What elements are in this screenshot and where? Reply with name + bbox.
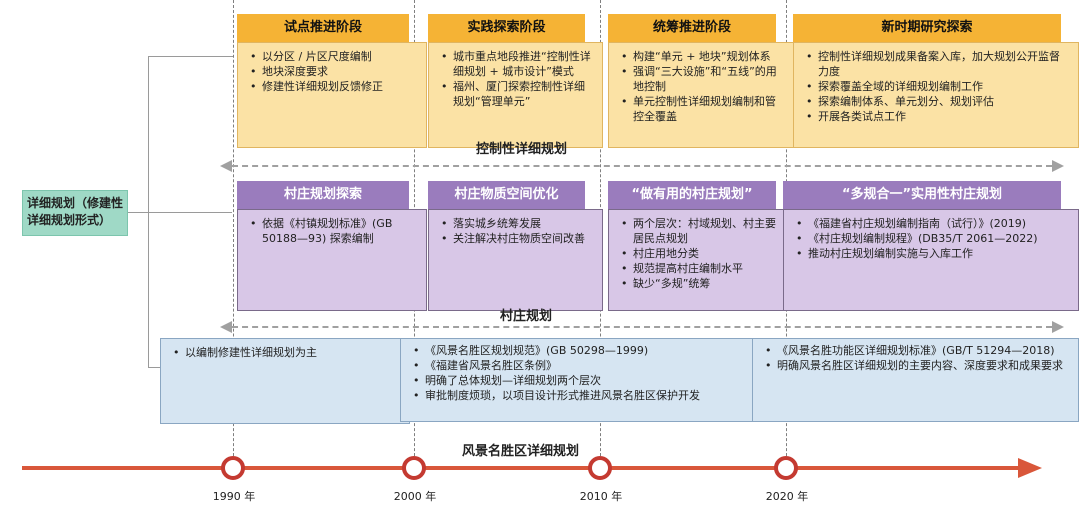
list-item: 村庄用地分类: [621, 246, 785, 261]
village-header-4: “多规合一”实用性村庄规划: [783, 181, 1061, 209]
band-label-village: 村庄规划: [500, 309, 553, 324]
bracket-mid-line-2: [148, 212, 232, 213]
village-box-2: 落实城乡统筹发展 关注解决村庄物质空间改善: [428, 209, 603, 311]
band-label-controlled: 控制性详细规划: [476, 142, 568, 157]
list-item: 《福建省村庄规划编制指南（试行）》(2019): [796, 216, 1070, 231]
arrow-left-head: [220, 321, 232, 333]
arrow-right-head: [1052, 160, 1064, 172]
list-item: 单元控制性详细规划编制和管控全覆盖: [621, 94, 785, 124]
village-header-3: “做有用的村庄规划”: [608, 181, 776, 209]
stage-header-1: 试点推进阶段: [237, 14, 409, 42]
stage-header-3: 统筹推进阶段: [608, 14, 776, 42]
list-item: 城市重点地段推进“控制性详细规划 + 城市设计”模式: [441, 49, 594, 79]
stage-box-4: 控制性详细规划成果备案入库，加大规划公开监督力度 探索覆盖全域的详细规划编制工作…: [793, 42, 1079, 148]
list-item: 推动村庄规划编制实施与入库工作: [796, 246, 1070, 261]
list-item: 探索编制体系、单元划分、规划评估: [806, 94, 1070, 109]
band-label-scenic: 风景名胜区详细规划: [462, 444, 580, 459]
arrow-right-head: [1052, 321, 1064, 333]
village-box-4: 《福建省村庄规划编制指南（试行）》(2019) 《村庄规划编制规程》(DB35/…: [783, 209, 1079, 311]
stage-box-1: 以分区 / 片区尺度编制 地块深度要求 修建性详细规划反馈修正: [237, 42, 427, 148]
list-item: 审批制度烦琐，以项目设计形式推进风景名胜区保护开发: [413, 388, 751, 403]
list-item: 缺少“多规”统筹: [621, 276, 785, 291]
scenic-box-2: 《风景名胜区规划规范》(GB 50298—1999) 《福建省风景名胜区条例》 …: [400, 338, 760, 422]
arrow-left-head: [220, 160, 232, 172]
list-item: 规范提高村庄编制水平: [621, 261, 785, 276]
scenic-box-1: 以编制修建性详细规划为主: [160, 338, 410, 424]
year-label: 2020 年: [765, 490, 809, 503]
list-item: 落实城乡统筹发展: [441, 216, 594, 231]
left-label: 详细规划（修建性详细规划形式）: [22, 190, 128, 236]
list-item: 明确了总体规划—详细规划两个层次: [413, 373, 751, 388]
stage-header-4: 新时期研究探索: [793, 14, 1061, 42]
list-item: 福州、厦门探索控制性详细规划“管理单元”: [441, 79, 594, 109]
stage-box-2: 城市重点地段推进“控制性详细规划 + 城市设计”模式 福州、厦门探索控制性详细规…: [428, 42, 603, 148]
list-item: 《风景名胜区规划规范》(GB 50298—1999): [413, 343, 751, 358]
list-item: 明确风景名胜区详细规划的主要内容、深度要求和成果要求: [765, 358, 1070, 373]
list-item: 强调“三大设施”和“五线”的用地控制: [621, 64, 785, 94]
list-item: 探索覆盖全域的详细规划编制工作: [806, 79, 1070, 94]
list-item: 开展各类试点工作: [806, 109, 1070, 124]
village-box-1: 依据《村镇规划标准》(GB 50188—93) 探索编制: [237, 209, 427, 311]
year-line-1990: [233, 0, 234, 466]
list-item: 以分区 / 片区尺度编制: [250, 49, 418, 64]
list-item: 《风景名胜功能区详细规划标准》(GB/T 51294—2018): [765, 343, 1070, 358]
timeline-arrowhead: [1018, 458, 1042, 478]
year-label: 1990 年: [212, 490, 256, 503]
list-item: 依据《村镇规划标准》(GB 50188—93) 探索编制: [250, 216, 418, 246]
list-item: 地块深度要求: [250, 64, 418, 79]
village-box-3: 两个层次：村域规划、村主要居民点规划 村庄用地分类 规范提高村庄编制水平 缺少“…: [608, 209, 794, 311]
year-marker-2010: [588, 456, 612, 480]
year-marker-2020: [774, 456, 798, 480]
year-label: 2010 年: [579, 490, 623, 503]
list-item: 以编制修建性详细规划为主: [173, 345, 401, 360]
year-marker-1990: [221, 456, 245, 480]
list-item: 关注解决村庄物质空间改善: [441, 231, 594, 246]
stage-header-2: 实践探索阶段: [428, 14, 585, 42]
scenic-box-3: 《风景名胜功能区详细规划标准》(GB/T 51294—2018) 明确风景名胜区…: [752, 338, 1079, 422]
village-header-1: 村庄规划探索: [237, 181, 409, 209]
village-header-2: 村庄物质空间优化: [428, 181, 585, 209]
bracket-mid-line: [128, 212, 148, 213]
list-item: 修建性详细规划反馈修正: [250, 79, 418, 94]
list-item: 《福建省风景名胜区条例》: [413, 358, 751, 373]
year-label: 2000 年: [393, 490, 437, 503]
band-arrow-controlled: [232, 165, 1052, 167]
stage-box-3: 构建“单元 + 地块”规划体系 强调“三大设施”和“五线”的用地控制 单元控制性…: [608, 42, 794, 148]
band-arrow-village: [232, 326, 1052, 328]
list-item: 两个层次：村域规划、村主要居民点规划: [621, 216, 785, 246]
list-item: 控制性详细规划成果备案入库，加大规划公开监督力度: [806, 49, 1070, 79]
list-item: 《村庄规划编制规程》(DB35/T 2061—2022): [796, 231, 1070, 246]
year-marker-2000: [402, 456, 426, 480]
timeline-axis: [22, 466, 1022, 470]
list-item: 构建“单元 + 地块”规划体系: [621, 49, 785, 64]
